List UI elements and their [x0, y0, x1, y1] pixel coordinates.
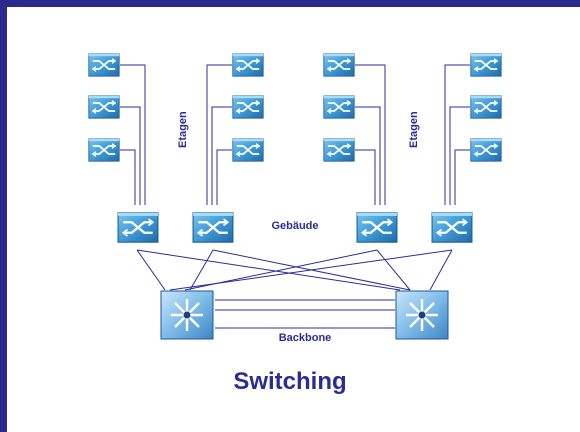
switch-icon [88, 94, 120, 120]
switch-icon [323, 52, 355, 78]
backbone-label: Backbone [279, 332, 332, 344]
switch-icon [323, 94, 355, 120]
switch-icon [232, 52, 264, 78]
switch-icon [323, 137, 355, 163]
switch-icon [232, 137, 264, 163]
gebaeude-label: Gebäude [271, 220, 318, 232]
switch-icon [470, 94, 502, 120]
slide-title: Switching [233, 368, 347, 395]
floor-switches [88, 52, 502, 163]
switch-icon [470, 52, 502, 78]
switch-icon [88, 52, 120, 78]
etagen-label-left: Etagen [177, 111, 189, 148]
etagen-label-right: Etagen [408, 111, 420, 148]
switch-icon [117, 211, 159, 244]
switch-icon [470, 137, 502, 163]
switch-icon [192, 211, 234, 244]
connection-lines [120, 64, 470, 329]
core-switch-icon [160, 290, 214, 340]
switch-icon [88, 137, 120, 163]
frame-top-border [0, 0, 580, 7]
switch-icon [232, 94, 264, 120]
frame-left-border [0, 0, 7, 432]
switch-icon [356, 211, 398, 244]
switch-icon [431, 211, 473, 244]
core-switch-icon [395, 290, 449, 340]
